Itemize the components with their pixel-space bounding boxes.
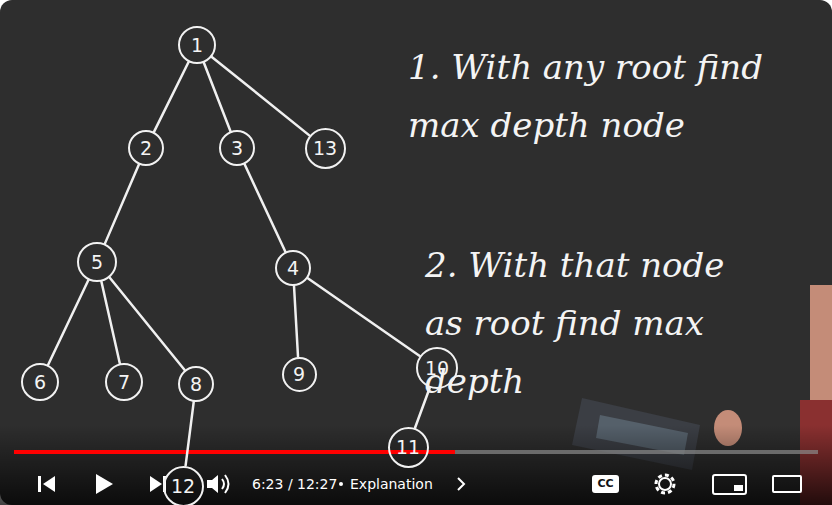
- tree-edge: [101, 282, 119, 364]
- volume-icon: [225, 475, 229, 493]
- tree-edge: [110, 278, 185, 370]
- play-icon: [96, 474, 113, 494]
- theater-icon: [773, 476, 801, 492]
- tree-edge: [245, 164, 286, 251]
- next-icon: [150, 476, 162, 492]
- node-number: 3: [231, 139, 243, 158]
- control-bar: [0, 425, 832, 505]
- tree-edge: [308, 278, 420, 356]
- prev-icon: [38, 476, 41, 492]
- tree-node-circle: 3: [219, 130, 255, 166]
- tree-node-circle: 1: [178, 26, 216, 64]
- volume-icon: [207, 475, 218, 493]
- tree-edge: [105, 165, 139, 244]
- node-number: 1: [191, 36, 203, 55]
- chapter-title: Explanation: [350, 475, 450, 493]
- tree-edge: [154, 62, 189, 132]
- node-number: 5: [91, 253, 103, 272]
- tree-edge: [186, 402, 194, 466]
- node-number: 8: [190, 375, 202, 394]
- tree-node-circle: 6: [21, 363, 59, 401]
- prev-icon: [43, 476, 55, 492]
- tree-node-circle: 11: [388, 427, 429, 468]
- node-number: 7: [118, 373, 130, 392]
- player-icons: [38, 474, 743, 494]
- time-display: 6:23 / 12:27: [252, 475, 342, 493]
- cc-label: CC: [592, 477, 619, 491]
- node-number: 6: [34, 373, 46, 392]
- chevron-icon: [458, 478, 464, 490]
- tree-edge: [212, 57, 309, 135]
- node-number: 4: [287, 259, 299, 278]
- tree-edge: [294, 286, 298, 357]
- tree-node-circle: 5: [77, 242, 117, 282]
- settings-icon: [656, 475, 674, 493]
- tree-node-circle: 8: [178, 366, 214, 402]
- tree-node-circle: 7: [105, 363, 143, 401]
- separator-dot: [339, 482, 343, 486]
- tree-edge: [48, 280, 88, 365]
- tree-node-circle: 2: [128, 130, 164, 166]
- miniplayer-icon: [713, 475, 746, 494]
- node-number: 12: [171, 477, 195, 496]
- volume-icon: [222, 479, 224, 489]
- presenter: [810, 285, 832, 405]
- handwritten-note: 1. With any root find max depth node: [408, 38, 823, 154]
- node-number: 13: [313, 139, 337, 158]
- tree-edge: [204, 63, 231, 132]
- miniplayer-icon: [734, 485, 743, 491]
- tree-node-circle: 9: [282, 357, 317, 392]
- settings-icon: [659, 478, 671, 490]
- tree-node-circle: 12: [163, 466, 204, 505]
- node-number: 9: [293, 365, 305, 384]
- handwritten-note: 2. With that node as root find max depth: [425, 236, 725, 410]
- cc-icon: [592, 475, 619, 493]
- tree-node-circle: 13: [305, 128, 346, 169]
- node-number: 11: [396, 438, 420, 457]
- tree-node-circle: 4: [275, 250, 311, 286]
- player-icons: [222, 475, 801, 494]
- node-number: 2: [140, 139, 152, 158]
